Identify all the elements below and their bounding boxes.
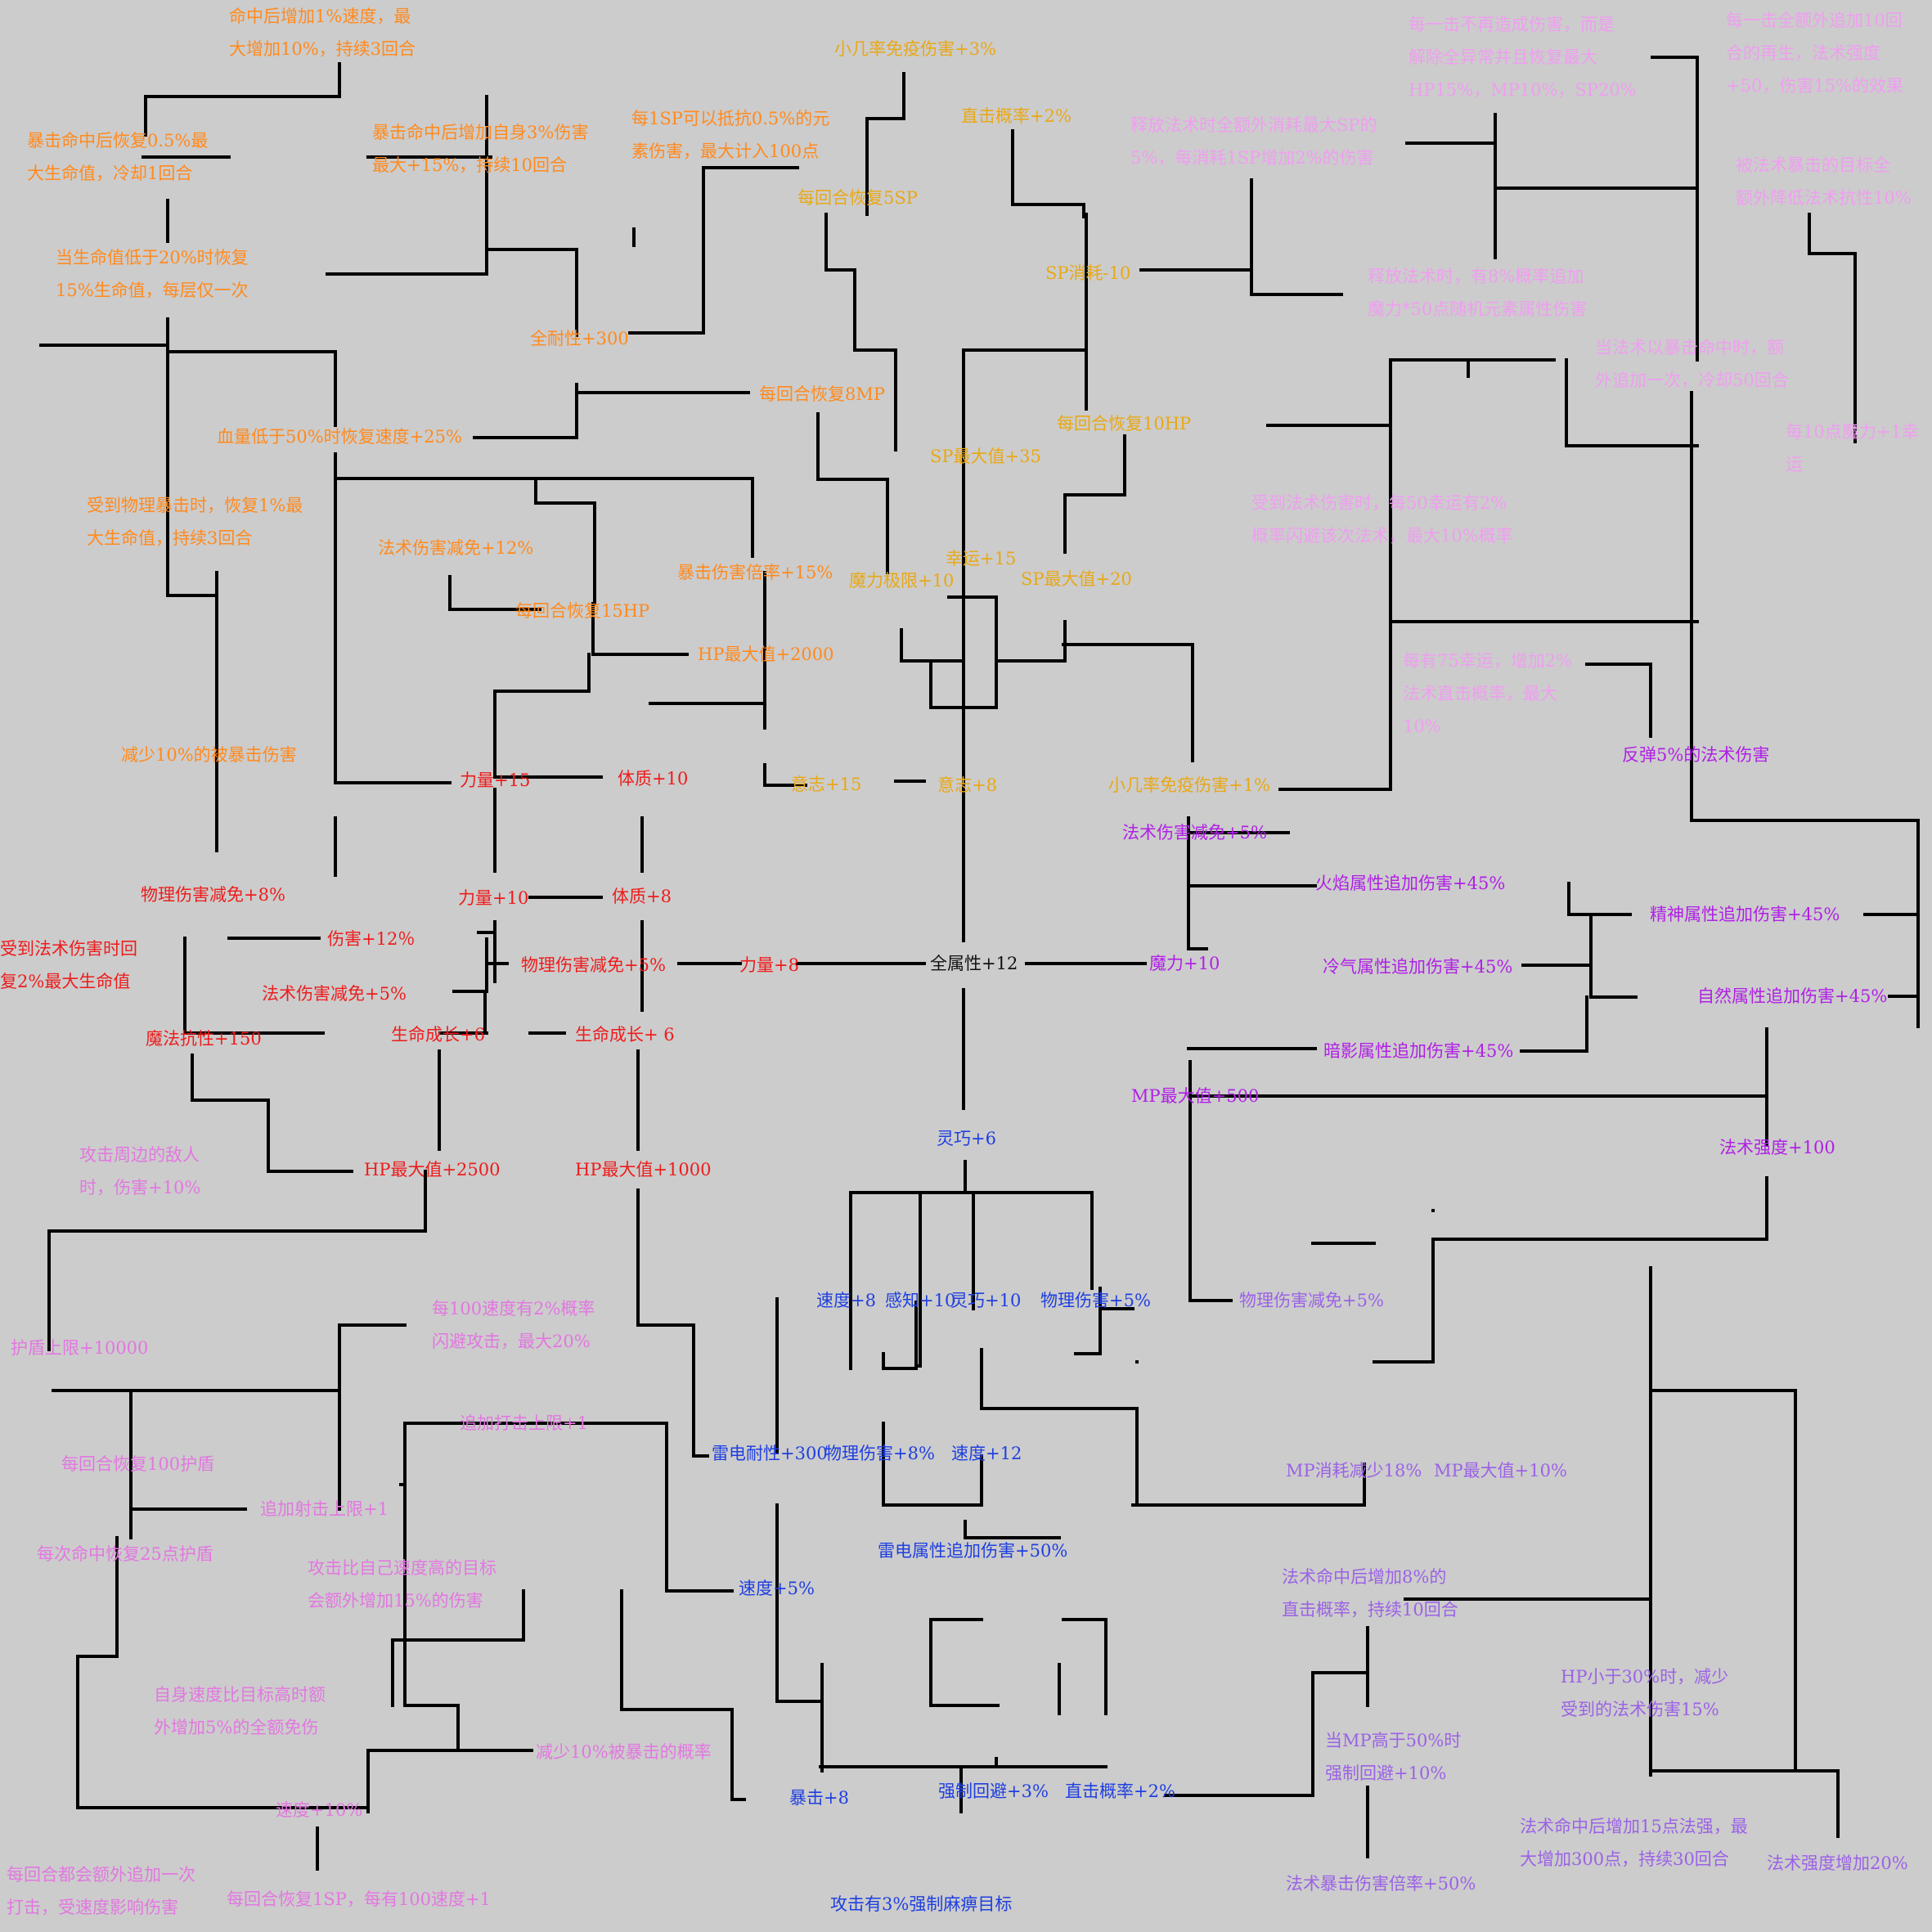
node-63[interactable]: 护盾上限+10000 [11,1338,149,1358]
node-20[interactable]: 每回合恢复10HP [1057,414,1192,434]
node-19[interactable]: SP消耗-10 [1045,263,1131,283]
node-59[interactable]: 生命成长+ 6 [575,1025,675,1045]
node-91[interactable]: MP最大值+10% [1434,1461,1567,1480]
node-71[interactable]: 减少10%被暴击的概率 [536,1742,712,1762]
node-5[interactable]: 全耐性+300 [530,329,629,348]
node-8[interactable]: 法术伤害减免+12% [378,538,534,558]
node-95[interactable]: 法术暴击伤害倍率+50% [1286,1874,1476,1894]
node-68[interactable]: 每次命中恢复25点护盾 [37,1544,213,1564]
node-73[interactable]: 每回合都会额外追加一次 打击，受速度影响伤害 [7,1865,195,1917]
node-79[interactable]: 物理伤害+5% [1040,1291,1151,1310]
node-46[interactable]: 全属性+12 [930,954,1018,973]
node-85[interactable]: 暴击+8 [789,1788,849,1808]
node-4[interactable]: 当生命值低于20%时恢复 15%生命值，每层仅一次 [56,248,249,300]
node-84[interactable]: 速度+5% [739,1579,815,1598]
node-51[interactable]: 物理伤害减免+8% [141,885,285,905]
node-13[interactable]: 每1SP可以抵抗0.5%的元 素伤害，最大计入100点 [631,109,830,161]
node-27[interactable]: 每一击不再造成伤害，而是 解除全异常并且恢复最大 HP15%，MP10%，SP2… [1409,15,1637,100]
node-3[interactable]: 暴击命中后增加自身3%伤害 最大+15%，持续10回合 [372,123,589,175]
node-55[interactable]: 力量+8 [739,955,799,975]
node-38[interactable]: 火焰属性追加伤害+45% [1315,874,1506,893]
node-15[interactable]: 意志+15 [791,775,862,794]
node-97[interactable]: 法术强度增加20% [1767,1853,1908,1873]
node-62[interactable]: 攻击周边的敌人 时，伤害+10% [79,1145,201,1197]
node-32[interactable]: 当法术以暴击命中时，额 外追加一次，冷却50回合 [1595,338,1789,390]
node-57[interactable]: 魔法抗性+150 [146,1029,262,1049]
node-88[interactable]: 攻击有3%强制麻痹目标 [830,1894,1013,1914]
node-94[interactable]: 当MP高于50%时 强制回避+10% [1325,1731,1462,1783]
node-29[interactable]: 释放法术时全额外消耗最大SP的 5%，每消耗1SP增加2%的伤害 [1130,115,1377,168]
node-1[interactable]: 命中后增加1%速度，最 大增加10%，持续3回合 [229,7,416,59]
node-42[interactable]: 暗影属性追加伤害+45% [1323,1041,1514,1061]
node-74[interactable]: 每回合恢复1SP，每有100速度+1 [227,1889,491,1909]
node-76[interactable]: 速度+8 [816,1291,876,1310]
node-30[interactable]: 被法术暴击的目标全 额外降低法术抗性10% [1736,155,1912,208]
node-25[interactable]: 意志+8 [937,775,997,795]
node-89[interactable]: 物理伤害减免+5% [1239,1291,1384,1310]
node-67[interactable]: 追加射击上限+1 [260,1499,389,1519]
node-65[interactable]: 每回合恢复100护盾 [61,1454,215,1474]
node-53[interactable]: 伤害+12％ [327,929,416,949]
node-24[interactable]: SP最大值+20 [1021,569,1132,589]
node-45[interactable]: 法术强度+100 [1719,1138,1835,1157]
node-93[interactable]: HP小于30%时，减少 受到的法术伤害15% [1561,1667,1729,1719]
node-56[interactable]: 法术伤害减免+5% [262,984,407,1004]
node-39[interactable]: 精神属性追加伤害+45% [1650,905,1840,924]
node-31[interactable]: 释放法术时，有8%概率追加 魔力*50点随机元素属性伤害 [1368,267,1588,319]
node-69[interactable]: 攻击比自己速度高的目标 会额外增加15%的伤害 [308,1558,496,1611]
node-44[interactable]: MP最大值+500 [1131,1086,1260,1106]
node-35[interactable]: 每有75幸运，增加2% 法术直击概率，最大 10% [1403,651,1573,736]
node-70[interactable]: 自身速度比目标高时额 外增加5%的全额免伤 [154,1685,326,1737]
node-61[interactable]: HP最大值+1000 [575,1160,712,1179]
node-41[interactable]: 自然属性追加伤害+45% [1697,986,1888,1006]
node-72[interactable]: 速度+10% [276,1800,363,1820]
node-6[interactable]: 血量低于50%时恢复速度+25% [217,427,462,447]
node-86[interactable]: 强制回避+3% [938,1781,1049,1801]
node-22[interactable]: 幸运+15 [946,549,1017,568]
node-75[interactable]: 灵巧+6 [937,1129,996,1148]
node-48[interactable]: 体质+10 [618,769,689,789]
node-92[interactable]: 法术命中后增加8%的 直击概率，持续10回合 [1282,1567,1458,1620]
node-9[interactable]: 每回合恢复15HP [515,601,650,621]
node-33[interactable]: 每10点魔力+1幸 运 [1786,422,1919,474]
node-18[interactable]: 每回合恢复5SP [798,188,918,208]
node-77[interactable]: 感知+10 [885,1291,956,1310]
node-37[interactable]: 法术伤害减免+5% [1122,823,1267,842]
node-52[interactable]: 受到法术伤害时回 复2%最大生命值 [0,939,137,991]
node-11[interactable]: HP最大值+2000 [698,645,834,664]
node-47[interactable]: 力量+15 [460,771,531,790]
node-10[interactable]: 暴击伤害倍率+15% [677,563,833,582]
node-58[interactable]: 生命成长+6 [391,1025,485,1045]
node-23[interactable]: 魔力极限+10 [849,571,955,591]
node-26[interactable]: 小几率免疫伤害+1% [1108,775,1270,795]
node-50[interactable]: 体质+8 [612,887,672,906]
node-90[interactable]: MP消耗减少18% [1286,1461,1422,1480]
node-87[interactable]: 直击概率+2% [1065,1781,1175,1801]
node-40[interactable]: 冷气属性追加伤害+45% [1323,957,1513,977]
node-34[interactable]: 受到法术伤害时，每50幸运有2% 概率闪避该次法术，最大10%概率 [1251,493,1513,546]
node-60[interactable]: HP最大值+2500 [364,1160,501,1179]
node-12[interactable]: 减少10%的被暴击伤害 [121,745,297,765]
node-96[interactable]: 法术命中后增加15点法强，最 大增加300点，持续30回合 [1520,1817,1748,1869]
node-49[interactable]: 力量+10 [458,888,529,908]
node-81[interactable]: 物理伤害+8% [824,1444,935,1463]
node-66[interactable]: 追加打击上限+1 [460,1413,588,1433]
node-43[interactable]: 魔力+10 [1149,954,1220,973]
node-80[interactable]: 雷电耐性+300 [712,1444,828,1463]
node-54[interactable]: 物理伤害减免+5% [521,955,666,975]
node-83[interactable]: 雷电属性追加伤害+50% [878,1541,1068,1561]
node-7[interactable]: 受到物理暴击时，恢复1%最 大生命值，持续3回合 [87,496,303,548]
node-36[interactable]: 反弹5%的法术伤害 [1622,745,1770,765]
node-78[interactable]: 灵巧+10 [950,1291,1022,1310]
node-82[interactable]: 速度+12 [951,1444,1022,1463]
node-14[interactable]: 每回合恢复8MP [759,384,885,404]
node-21[interactable]: SP最大值+35 [930,447,1041,466]
node-17[interactable]: 直击概率+2% [961,106,1072,126]
node-2[interactable]: 暴击命中后恢复0.5%最 大生命值，冷却1回合 [27,131,209,183]
node-16[interactable]: 小几率免疫伤害+3% [834,39,996,59]
node-64[interactable]: 每100速度有2%概率 闪避攻击，最大20% [432,1299,595,1351]
node-28[interactable]: 每一击全额外追加10回 合的再生，法术强度 +50，伤害15%的效果 [1726,11,1903,96]
